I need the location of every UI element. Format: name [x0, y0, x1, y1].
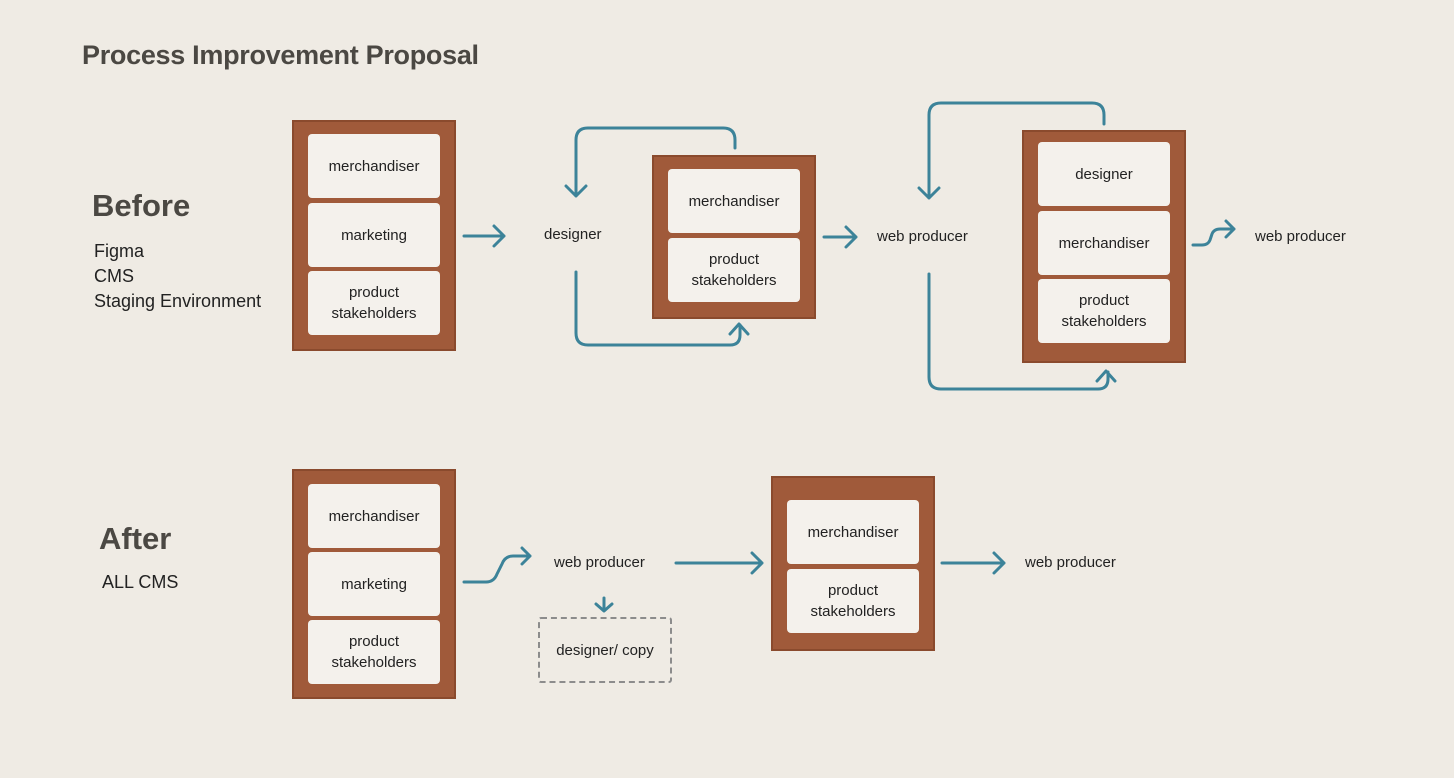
- arrow-right-icon: [674, 551, 764, 575]
- node-web-producer-final: web producer: [1255, 228, 1346, 245]
- after-group-2: merchandiser product stakeholders: [771, 476, 935, 651]
- tool-item: Figma: [94, 241, 145, 261]
- card-designer: designer: [1038, 142, 1170, 206]
- arrow-right-icon: [940, 551, 1006, 575]
- card-product-stakeholders: product stakeholders: [308, 620, 440, 684]
- after-group-1: merchandiser marketing product stakehold…: [292, 469, 456, 699]
- card-marketing: marketing: [308, 203, 440, 267]
- arrow-loop-icon: [564, 126, 737, 198]
- node-web-producer-final: web producer: [1025, 554, 1116, 571]
- before-group-1: merchandiser marketing product stakehold…: [292, 120, 456, 351]
- node-designer: designer: [544, 226, 602, 243]
- card-merchandiser: merchandiser: [668, 169, 800, 233]
- card-product-stakeholders: product stakeholders: [668, 238, 800, 302]
- after-tools: ALL CMS: [102, 570, 178, 595]
- before-tools: Figma CMS Staging Environment: [94, 239, 261, 314]
- before-label: Before: [92, 188, 191, 223]
- arrow-right-icon: [822, 225, 858, 249]
- card-merchandiser: merchandiser: [787, 500, 919, 564]
- node-web-producer: web producer: [554, 554, 645, 571]
- arrow-loop-icon: [917, 101, 1106, 200]
- tool-item: ALL CMS: [102, 572, 179, 592]
- arrow-loop-icon: [927, 272, 1117, 391]
- card-product-stakeholders: product stakeholders: [1038, 279, 1170, 343]
- card-marketing: marketing: [308, 552, 440, 616]
- arrow-curve-icon: [462, 546, 532, 584]
- card-merchandiser: merchandiser: [308, 134, 440, 198]
- arrow-right-icon: [462, 224, 506, 248]
- after-label: After: [99, 521, 172, 556]
- page-title: Process Improvement Proposal: [82, 40, 479, 70]
- card-product-stakeholders: product stakeholders: [308, 271, 440, 335]
- arrow-curve-icon: [1191, 219, 1236, 247]
- card-product-stakeholders: product stakeholders: [787, 569, 919, 633]
- arrow-loop-icon: [574, 270, 750, 347]
- arrow-down-icon: [594, 596, 614, 613]
- tool-item: Staging Environment: [94, 291, 262, 311]
- optional-designer-copy: designer/ copy: [538, 617, 672, 683]
- before-group-2: merchandiser product stakeholders: [652, 155, 816, 319]
- card-merchandiser: merchandiser: [308, 484, 440, 548]
- before-group-3: designer merchandiser product stakeholde…: [1022, 130, 1186, 363]
- card-merchandiser: merchandiser: [1038, 211, 1170, 275]
- tool-item: CMS: [94, 266, 134, 286]
- node-web-producer: web producer: [877, 228, 968, 245]
